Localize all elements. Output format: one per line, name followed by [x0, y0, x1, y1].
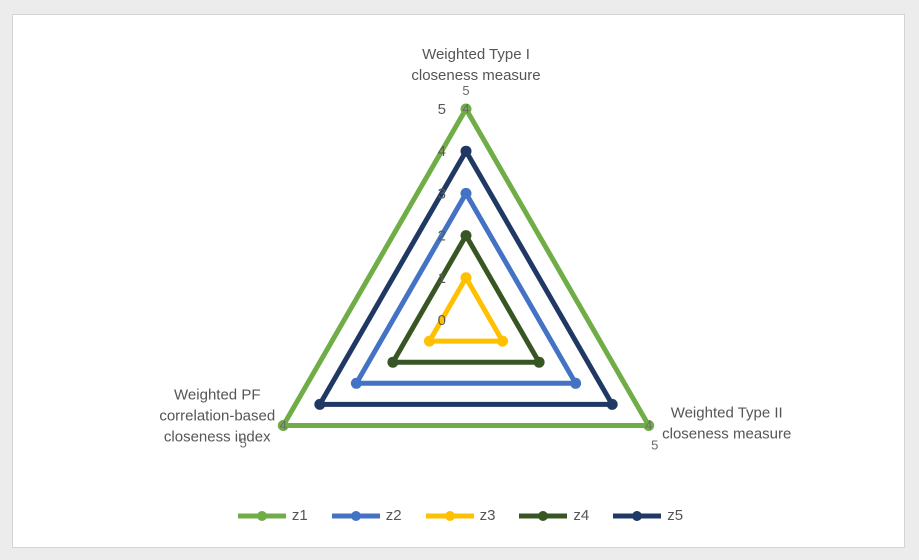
vertex-value-label: 5 [462, 83, 469, 98]
tick-label-2: 2 [438, 228, 446, 245]
tick-label-5: 5 [438, 101, 446, 118]
legend-swatch-z1 [237, 510, 286, 521]
series-line-z4 [388, 230, 544, 365]
point-z5-1 [460, 145, 472, 157]
legend-label-z1: z1 [291, 507, 308, 524]
series-line-z1 [278, 104, 654, 428]
point-z5-2 [606, 398, 618, 410]
axis-label-line: Weighted Type I [422, 46, 530, 63]
series-line-z5 [315, 146, 617, 407]
axis-label-1: Weighted Type I closeness measure [411, 46, 540, 84]
legend-marker-z3 [444, 510, 455, 521]
point-z4-1 [460, 230, 472, 242]
series-z1 [277, 103, 655, 431]
series-z4 [387, 230, 545, 368]
tick-label-4: 4 [438, 143, 446, 160]
legend-item-z2: z2 [330, 507, 402, 524]
tick-label-0: 0 [438, 312, 446, 329]
point-z2-2 [570, 377, 582, 389]
vertex-value-label: 5 [240, 436, 247, 451]
axis-label-3: Weighted PF correlation-based closeness in… [159, 387, 275, 446]
legend-swatch-z2 [331, 510, 380, 521]
tick-label-1: 1 [438, 270, 446, 287]
series-z3 [423, 272, 509, 347]
point-z2-3 [350, 377, 362, 389]
vertex-value-label: 4 [645, 418, 652, 433]
legend-label-z3: z3 [479, 507, 496, 524]
axis-label-line: closeness measure [411, 67, 540, 84]
legend-label-z4: z4 [573, 507, 590, 524]
legend-label-z5: z5 [667, 507, 684, 524]
point-z3-3 [423, 335, 435, 347]
axis-label-2: Weighted Type II closeness measure [662, 405, 791, 443]
legend-item-z4: z4 [517, 507, 589, 524]
legend-swatch-z5 [613, 510, 662, 521]
series-z5 [314, 145, 618, 410]
legend-marker-z5 [632, 510, 643, 521]
radar-chart: 0 1 2 3 4 5 5 4 4 5 4 5 Weighted Type I closeness mea… [159, 46, 791, 453]
legend-item-z5: z5 [611, 507, 683, 524]
legend-item-z1: z1 [236, 507, 308, 524]
vertex-value-label: 5 [651, 438, 658, 453]
legend-label-z2: z2 [385, 507, 402, 524]
tick-label-3: 3 [438, 185, 446, 202]
vertex-value-label: 4 [280, 418, 287, 433]
point-z4-3 [387, 356, 399, 368]
axis-label-line: closeness index [164, 429, 271, 446]
point-z3-2 [497, 335, 509, 347]
vertex-value-label: 4 [462, 101, 469, 116]
point-z4-2 [533, 356, 545, 368]
series-line-z3 [425, 272, 507, 344]
point-z1-2 [643, 420, 655, 431]
legend-item-z3: z3 [424, 507, 496, 524]
axis-label-line: correlation-based [159, 408, 275, 425]
legend-swatch-z3 [425, 510, 474, 521]
legend-marker-z2 [350, 510, 361, 521]
legend: z1 z2 z3 z4 z5 [13, 507, 906, 524]
point-z2-1 [460, 187, 472, 199]
series-z2 [350, 187, 582, 389]
point-z5-3 [314, 398, 326, 410]
axis-label-line: Weighted PF [174, 387, 260, 404]
axis-label-line: Weighted Type II [671, 405, 783, 422]
point-z3-1 [460, 272, 472, 284]
legend-marker-z1 [256, 510, 267, 521]
point-z1-3 [277, 420, 289, 431]
axis-label-line: closeness measure [662, 426, 791, 443]
legend-swatch-z4 [519, 510, 568, 521]
legend-marker-z4 [538, 510, 549, 521]
series-line-z2 [352, 188, 580, 386]
chart-frame: 0 1 2 3 4 5 5 4 4 5 4 5 Weighted Type I closeness mea… [12, 14, 905, 548]
point-z1-1 [460, 103, 472, 115]
